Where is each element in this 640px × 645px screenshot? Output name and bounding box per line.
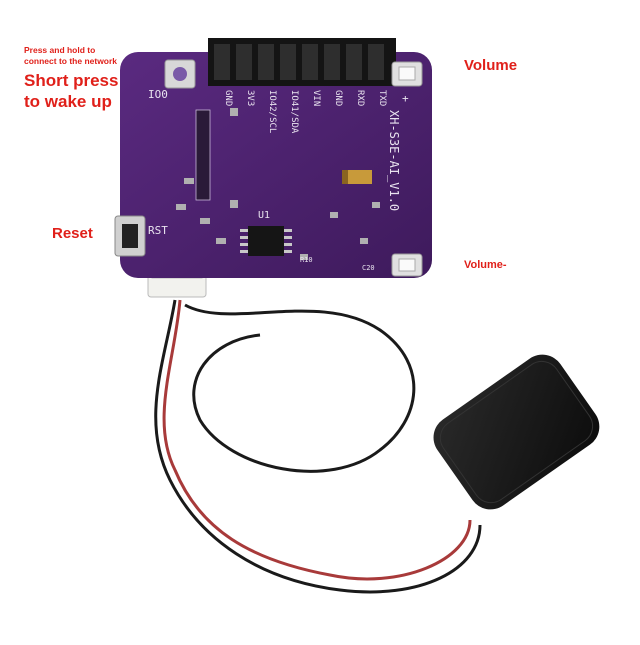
pin-label-group: GND 3V3 IO42/SCL IO41/SDA VIN GND RXD TX…	[223, 90, 387, 134]
io0-label: IO0	[148, 88, 168, 101]
pin-label-4: VIN	[311, 90, 321, 106]
cable-black	[154, 299, 482, 594]
pin-label-5: GND	[333, 90, 343, 106]
pin-label-2: IO42/SCL	[267, 90, 277, 133]
reset-label: Reset	[52, 225, 93, 242]
pin-label-0: GND	[223, 90, 233, 106]
volume-up-label: Volume	[464, 57, 518, 74]
ic-chip	[248, 226, 284, 256]
rst-label: RST	[148, 224, 168, 237]
r10-label: R10	[300, 256, 313, 264]
pin-label-6: RXD	[355, 90, 365, 106]
press-hold-line2: connect to the network	[24, 56, 118, 66]
plus-label: +	[402, 92, 409, 105]
short-press-line1: Short press	[24, 71, 119, 90]
sensor-module	[433, 354, 600, 510]
pin-label-3: IO41/SDA	[289, 90, 299, 134]
volume-down-label: Volume-	[464, 259, 507, 271]
short-press-line2: to wake up	[24, 92, 112, 111]
cable-red	[162, 299, 472, 581]
cable-loop	[184, 303, 416, 473]
model-label: XH-S3E-AI_V1.0	[387, 110, 401, 211]
tantalum-capacitor	[342, 170, 372, 184]
fpc-connector	[195, 109, 211, 201]
u1-label: U1	[258, 210, 270, 221]
pin-label-7: TXD	[377, 90, 387, 106]
pcb-board	[120, 52, 432, 278]
c20-label: C20	[362, 264, 375, 272]
press-hold-line1: Press and hold to	[24, 45, 96, 55]
pin-label-1: 3V3	[245, 90, 255, 106]
